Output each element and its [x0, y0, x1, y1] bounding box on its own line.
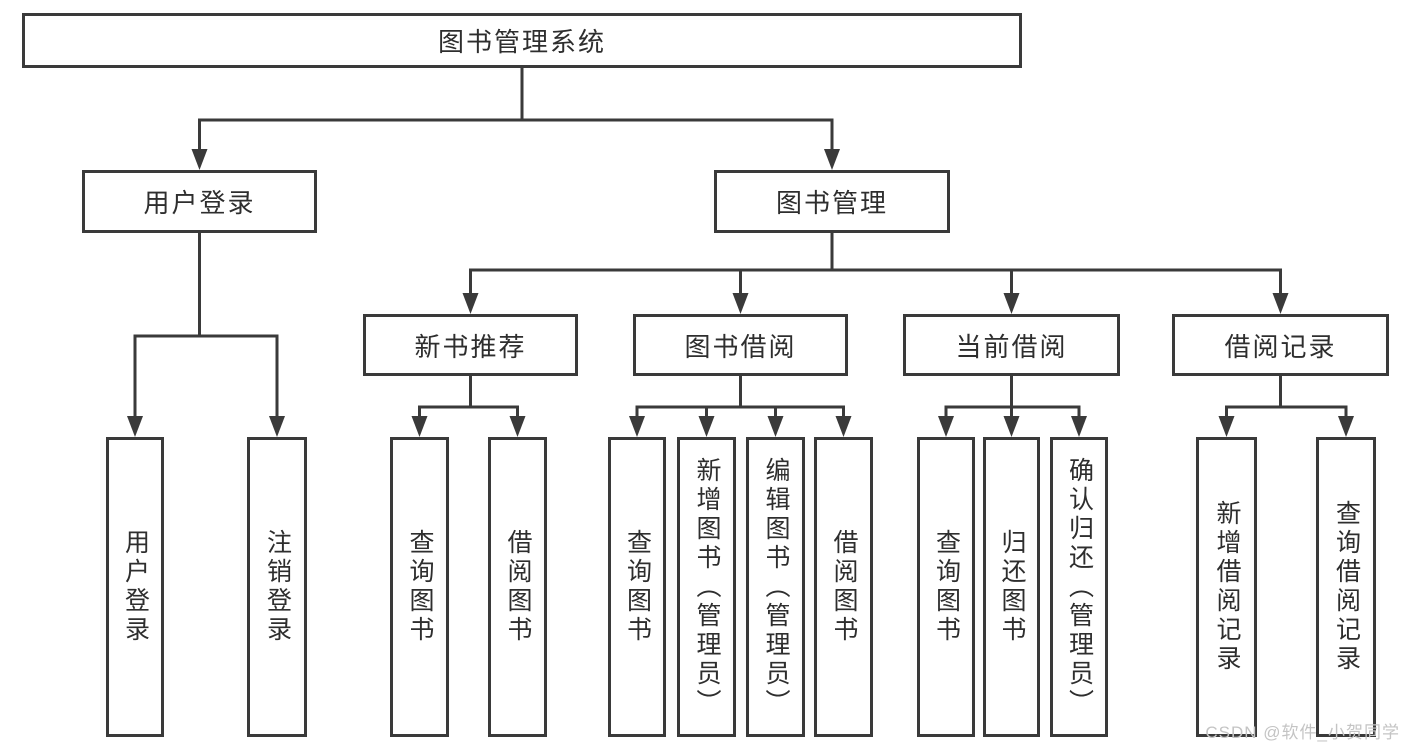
- node-label-root: 图书管理系统: [437, 27, 606, 57]
- node-user-login: 用户登录: [82, 170, 317, 233]
- node-label-borrow-records: 借阅记录: [1224, 331, 1337, 362]
- node-query-book-1: 查询图书: [390, 437, 449, 737]
- node-current-borrow: 当前借阅: [903, 314, 1120, 376]
- node-borrow-book-2: 借阅图书: [814, 437, 873, 737]
- node-label-add-book: 新增图书（管理员）: [693, 456, 721, 718]
- node-return-book: 归还图书: [983, 437, 1040, 737]
- node-add-book: 新增图书（管理员）: [677, 437, 736, 737]
- node-label-return-book: 归还图书: [998, 529, 1026, 645]
- node-add-borrow-rec: 新增借阅记录: [1196, 437, 1257, 737]
- node-query-borrow-rec: 查询借阅记录: [1316, 437, 1376, 737]
- node-label-new-book-rec: 新书推荐: [414, 331, 527, 362]
- node-label-borrow-book-1: 借阅图书: [504, 529, 532, 645]
- node-book-borrow: 图书借阅: [633, 314, 848, 376]
- node-label-query-book-3: 查询图书: [932, 529, 961, 645]
- node-borrow-book-1: 借阅图书: [488, 437, 547, 737]
- node-root: 图书管理系统: [22, 13, 1022, 68]
- node-label-confirm-return: 确认归还（管理员）: [1065, 456, 1094, 718]
- node-label-user-login: 用户登录: [143, 188, 256, 218]
- node-edit-book: 编辑图书（管理员）: [746, 437, 805, 737]
- node-label-query-book-2: 查询图书: [623, 529, 652, 645]
- node-confirm-return: 确认归还（管理员）: [1050, 437, 1108, 737]
- node-label-query-book-1: 查询图书: [406, 529, 434, 645]
- node-label-edit-book: 编辑图书（管理员）: [762, 456, 790, 718]
- node-label-book-mgmt: 图书管理: [775, 188, 888, 218]
- watermark: CSDN @软件_小贺同学: [1205, 723, 1400, 742]
- node-borrow-records: 借阅记录: [1172, 314, 1389, 376]
- node-label-borrow-book-2: 借阅图书: [830, 529, 858, 645]
- node-query-book-3: 查询图书: [917, 437, 975, 737]
- node-label-query-borrow-rec: 查询借阅记录: [1332, 500, 1361, 674]
- node-label-add-borrow-rec: 新增借阅记录: [1213, 500, 1241, 674]
- node-label-login-op: 用户登录: [121, 529, 150, 645]
- node-new-book-rec: 新书推荐: [363, 314, 578, 376]
- node-book-mgmt: 图书管理: [714, 170, 950, 233]
- node-query-book-2: 查询图书: [608, 437, 666, 737]
- node-login-op: 用户登录: [106, 437, 164, 737]
- node-label-logout-op: 注销登录: [263, 529, 292, 645]
- node-label-current-borrow: 当前借阅: [955, 331, 1068, 362]
- node-label-book-borrow: 图书借阅: [684, 331, 797, 362]
- node-logout-op: 注销登录: [247, 437, 307, 737]
